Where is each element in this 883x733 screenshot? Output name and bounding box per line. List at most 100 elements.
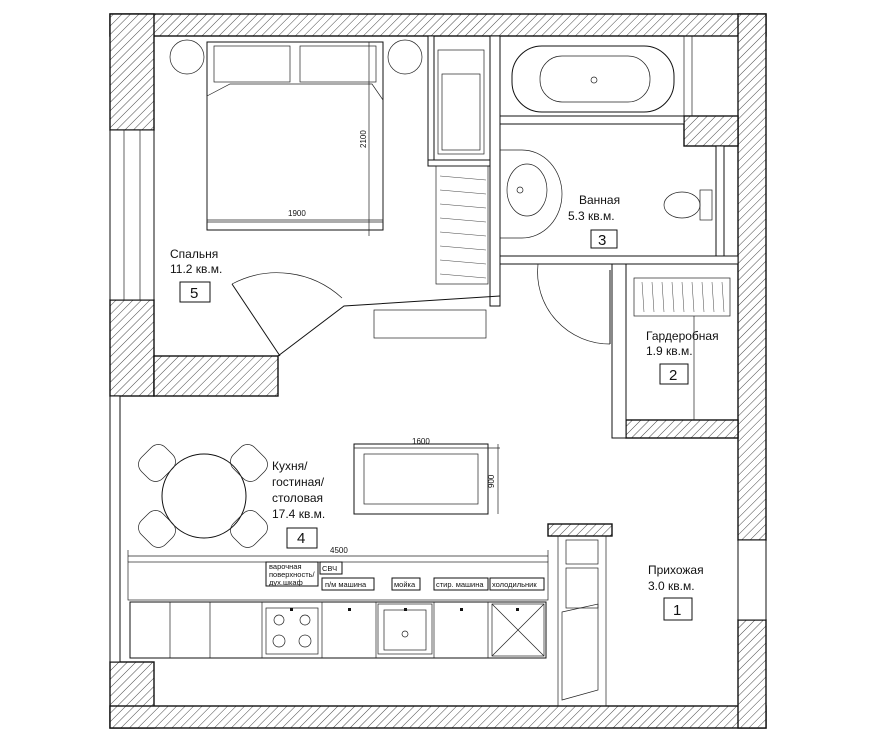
chair-bottom-left bbox=[138, 510, 176, 548]
living-name-line-1: Кухня/ bbox=[272, 459, 308, 473]
chair-top-left bbox=[138, 444, 176, 482]
hob-oven-line-2: поверхность/ bbox=[269, 570, 316, 579]
kitchen-length-dimension: 4500 bbox=[330, 546, 348, 555]
hob-oven-line-1: варочная bbox=[269, 562, 302, 571]
sink bbox=[377, 603, 433, 655]
wall-bedroom-bottom bbox=[153, 355, 279, 397]
microwave-label-box bbox=[319, 561, 343, 575]
wardrobe-area: 1.9 кв.м. bbox=[646, 344, 693, 358]
chair-top-right bbox=[230, 444, 268, 482]
wall-wardrobe-bottom bbox=[625, 419, 739, 439]
bathroom-area: 5.3 кв.м. bbox=[568, 209, 615, 223]
bedroom-label: Спальня 11.2 кв.м. 5 bbox=[170, 247, 222, 303]
bed-length-dimension: 2100 bbox=[359, 130, 368, 148]
wardrobe-number-box bbox=[659, 363, 689, 385]
wall-right-upper bbox=[737, 13, 767, 541]
bed bbox=[206, 41, 384, 231]
wall-top bbox=[109, 13, 767, 37]
wardrobe-number: 2 bbox=[669, 367, 677, 384]
hall-furniture: Прихожая 3.0 кв.м. 1 bbox=[557, 535, 704, 707]
wall-right-lower bbox=[737, 619, 767, 729]
bed-blanket bbox=[206, 83, 384, 223]
wardrobe-room: Гардеробная 1.9 кв.м. 2 bbox=[633, 277, 731, 420]
lower-cabinets bbox=[129, 601, 547, 659]
bedroom-furniture: 1900 2100 bbox=[169, 39, 489, 357]
bed-width-dimension: 1900 bbox=[288, 209, 306, 218]
chair-bottom-right bbox=[230, 510, 268, 548]
outer-walls bbox=[109, 13, 767, 729]
sofa-depth-dimension: 900 bbox=[487, 474, 496, 488]
fridge-label: холодильник bbox=[492, 580, 537, 589]
partition-closet-left bbox=[427, 35, 435, 161]
bathroom-fixtures: Ванная 5.3 кв.м. 3 bbox=[500, 45, 713, 345]
living-number: 4 bbox=[297, 530, 305, 547]
wardrobe-name: Гардеробная bbox=[646, 329, 719, 343]
bedroom-window bbox=[109, 129, 155, 301]
wall-bath-niche bbox=[683, 115, 739, 147]
bathtub-drain bbox=[590, 76, 598, 84]
bathroom-number-box bbox=[590, 229, 618, 249]
living-furniture: 1600 900 Кухня/ гостиная/ столовая 17.4 … bbox=[138, 437, 500, 549]
bench bbox=[373, 309, 487, 339]
bedroom-name: Спальня bbox=[170, 247, 218, 261]
wall-hall-partition bbox=[547, 523, 613, 537]
wall-left-upper bbox=[109, 13, 155, 131]
partition-bath-middle bbox=[499, 115, 685, 125]
bathroom-door-swing bbox=[537, 263, 611, 345]
dishwasher-label-box bbox=[321, 577, 375, 591]
partition-wardrobe-left bbox=[611, 263, 627, 439]
hall-name: Прихожая bbox=[648, 563, 704, 577]
hob bbox=[265, 607, 319, 655]
washbasin bbox=[500, 149, 563, 239]
bedroom-number: 5 bbox=[190, 285, 198, 302]
hob-oven-label-box bbox=[265, 561, 319, 587]
washing-machine-label-box bbox=[433, 577, 489, 591]
bedroom-door-swing bbox=[231, 272, 343, 299]
hall-area: 3.0 кв.м. bbox=[648, 579, 695, 593]
living-window bbox=[109, 395, 121, 663]
fridge bbox=[491, 603, 545, 657]
sink-label: мойка bbox=[394, 580, 416, 589]
hall-number: 1 bbox=[673, 602, 681, 619]
sofa bbox=[353, 443, 489, 515]
bathroom-number: 3 bbox=[598, 232, 606, 249]
fridge-label-box bbox=[489, 577, 545, 591]
closet bbox=[437, 49, 485, 155]
bedroom-number-box bbox=[179, 281, 211, 303]
toilet-tank bbox=[699, 189, 713, 221]
living-name-line-2: гостиная/ bbox=[272, 475, 325, 489]
washing-machine-label: стир. машина bbox=[436, 580, 484, 589]
bathtub bbox=[511, 45, 675, 113]
bedroom-wardrobe bbox=[435, 165, 489, 285]
living-number-box bbox=[286, 527, 318, 549]
dining-table bbox=[161, 453, 247, 539]
windows bbox=[109, 129, 767, 663]
microwave-label: СВЧ bbox=[322, 564, 337, 573]
nightstand-left bbox=[169, 39, 205, 75]
sink-label-box bbox=[391, 577, 421, 591]
living-name-line-3: столовая bbox=[272, 491, 323, 505]
living-area: 17.4 кв.м. bbox=[272, 507, 325, 521]
pillow-left bbox=[213, 45, 291, 83]
bath-shelf bbox=[683, 35, 739, 117]
toilet bbox=[663, 191, 701, 219]
partition-closet-top bbox=[427, 159, 491, 167]
hob-oven-line-3: дух.шкаф bbox=[269, 578, 303, 587]
hall-cabinet bbox=[557, 535, 607, 707]
wardrobe-rack bbox=[633, 277, 731, 317]
nightstand-right bbox=[387, 39, 423, 75]
partition-bath-bottom bbox=[499, 255, 739, 265]
dishwasher-label: п/м машина bbox=[325, 580, 367, 589]
partition-bedroom-bath bbox=[489, 35, 501, 307]
wall-left-middle bbox=[109, 299, 155, 397]
partition-wc bbox=[715, 145, 725, 257]
bedroom-area: 11.2 кв.м. bbox=[170, 262, 222, 276]
bathroom-name: Ванная bbox=[579, 193, 620, 207]
right-window bbox=[737, 539, 767, 621]
kitchen-line: 4500 варочная поверхность/ дух.шкаф СВЧ … bbox=[127, 546, 549, 659]
pillow-right bbox=[299, 45, 377, 83]
hall-number-box bbox=[663, 597, 693, 621]
sofa-width-dimension: 1600 bbox=[412, 437, 430, 446]
interior-partitions bbox=[277, 35, 739, 439]
